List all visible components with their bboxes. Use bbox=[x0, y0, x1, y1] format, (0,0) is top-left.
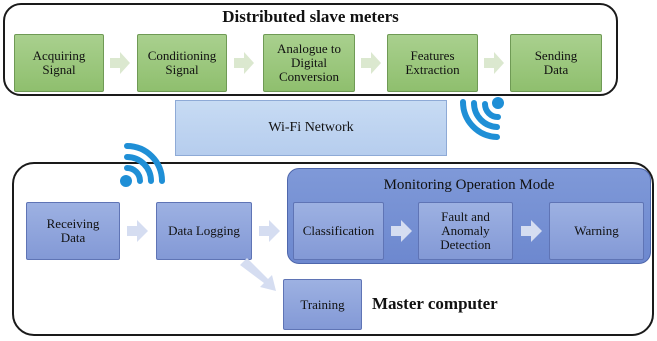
step-data-logging: Data Logging bbox=[156, 202, 252, 260]
slave-meters-title: Distributed slave meters bbox=[222, 7, 399, 26]
step-classification: Classification bbox=[293, 202, 384, 260]
wifi-signal-icon bbox=[460, 97, 504, 140]
master-computer-title: Master computer bbox=[372, 294, 498, 313]
step-training: Training bbox=[283, 279, 362, 330]
step-warning: Warning bbox=[549, 202, 644, 260]
monitoring-mode-title: Monitoring Operation Mode bbox=[383, 177, 555, 193]
wifi-network-bar: Wi-Fi Network bbox=[175, 100, 447, 156]
